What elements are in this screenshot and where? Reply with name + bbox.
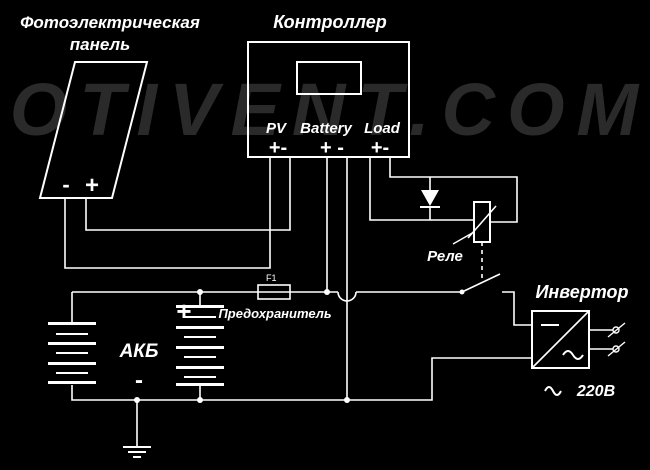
inverter-output-voltage: 220В — [576, 383, 615, 400]
wire-crossover — [337, 291, 357, 302]
inverter-body — [531, 310, 590, 369]
junction-dot — [197, 289, 203, 295]
cell-plate — [56, 372, 88, 374]
relay: Реле — [427, 201, 497, 278]
relay-switch-pivot — [459, 289, 465, 295]
battery-label: АКБ — [119, 341, 159, 362]
cell-plate — [48, 381, 96, 384]
output-socket-icon — [612, 345, 620, 353]
inverter: Инвертор 220В — [531, 282, 629, 400]
fuse: F1 Предохранитель — [218, 273, 331, 321]
wire-panel-minus-to-pv — [64, 157, 271, 269]
cell-plate — [56, 352, 88, 354]
solar-panel-plus: + — [85, 172, 99, 199]
junction-dot — [134, 397, 140, 403]
battery-bank-left — [48, 322, 96, 384]
battery-minus: - — [135, 367, 143, 394]
solar-panel-label-line2: панель — [70, 35, 130, 54]
controller-port-pv: PV — [266, 120, 288, 137]
solar-panel-body — [38, 61, 149, 199]
cell-plate — [56, 333, 88, 335]
cell-plate — [184, 336, 216, 338]
fuse-code: F1 — [266, 273, 277, 283]
diode — [420, 190, 440, 208]
controller: Контроллер PV Battery Load +- + - +- — [247, 12, 410, 159]
controller-battery-terminals: + - — [320, 137, 344, 159]
relay-label: Реле — [427, 248, 463, 265]
junction-dot — [344, 397, 350, 403]
wires — [64, 157, 532, 447]
relay-switch-blade — [461, 273, 501, 293]
controller-pv-terminals: +- — [269, 137, 287, 159]
cell-plate — [184, 316, 216, 318]
junction-dot — [324, 289, 330, 295]
output-socket-slash — [607, 322, 626, 338]
solar-panel-minus: - — [62, 172, 69, 197]
cell-plate — [48, 362, 96, 365]
controller-display — [296, 61, 362, 95]
cell-plate — [176, 326, 224, 329]
watermark: OTIVENT.COM — [10, 68, 650, 151]
controller-title: Контроллер — [273, 12, 386, 32]
cell-plate — [176, 383, 224, 386]
cell-plate — [176, 346, 224, 349]
diode-triangle — [421, 190, 439, 206]
wire-bottom-rail — [71, 357, 532, 401]
junction-dot — [197, 397, 203, 403]
controller-load-terminals: +- — [371, 137, 389, 159]
wire-switch-to-inverter — [502, 291, 532, 326]
wire-load-minus — [389, 157, 518, 223]
ac-wave-icon — [544, 386, 562, 396]
solar-panel: Фотоэлектрическая панель - + — [20, 13, 200, 199]
output-socket-icon — [612, 326, 620, 334]
wire-panel-plus-to-pv — [85, 157, 291, 231]
cell-plate — [184, 356, 216, 358]
inverter-diagonal — [531, 310, 590, 369]
cell-plate — [48, 322, 96, 325]
cell-plate — [176, 366, 224, 369]
inverter-ac-symbol — [562, 350, 584, 360]
cell-plate — [48, 342, 96, 345]
relay-label-leader — [452, 231, 475, 245]
cell-plate — [184, 376, 216, 378]
ground-icon — [123, 446, 151, 458]
controller-body — [247, 41, 410, 158]
cell-plate — [176, 305, 224, 308]
controller-port-load: Load — [364, 120, 401, 137]
battery-bank-right — [176, 305, 224, 386]
controller-port-battery: Battery — [300, 120, 352, 137]
fuse-label: Предохранитель — [218, 306, 331, 321]
solar-panel-label-line1: Фотоэлектрическая — [20, 13, 200, 32]
wire-load-plus — [369, 157, 474, 221]
inverter-label: Инвертор — [535, 282, 628, 302]
battery-plus: + — [176, 296, 191, 326]
output-socket-slash — [607, 341, 626, 357]
